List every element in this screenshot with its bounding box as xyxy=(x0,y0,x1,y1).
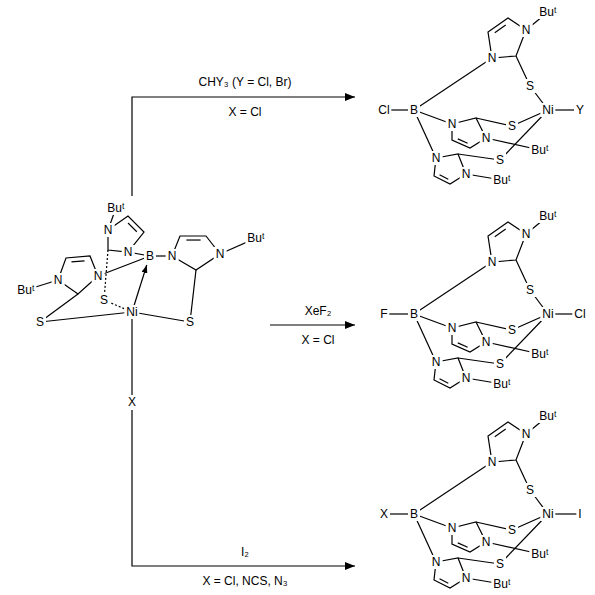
atom-label: Buᵗ xyxy=(245,231,266,245)
double-bond-line xyxy=(495,25,506,33)
bond-line xyxy=(131,312,132,402)
atom-label: Buᵗ xyxy=(15,283,36,297)
atom-label: N xyxy=(446,321,459,335)
atom-label: N xyxy=(480,131,493,145)
atom-label: Buᵗ xyxy=(491,173,512,187)
atom-label: N xyxy=(480,335,493,349)
atom-label: X xyxy=(126,395,138,409)
condition-label: X = Cl xyxy=(299,333,336,347)
atom-label: N xyxy=(460,371,473,385)
atom-label: Buᵗ xyxy=(529,143,550,157)
atom-label: N xyxy=(460,571,473,585)
reaction-arrow xyxy=(270,324,355,325)
atom-label: N xyxy=(480,535,493,549)
reaction-arrow xyxy=(132,410,355,566)
condition-label: X = Cl, NCS, N₃ xyxy=(200,574,289,588)
atom-label: N xyxy=(520,23,533,37)
reagent-label: XeF₂ xyxy=(303,304,334,318)
atom-label: S xyxy=(494,557,506,571)
condition-label: X = Cl xyxy=(226,105,263,119)
atom-label: S xyxy=(506,119,518,133)
atom-label: N xyxy=(92,269,105,283)
atom-label: N xyxy=(52,273,65,287)
atom-label: N xyxy=(486,455,499,469)
atom-label: Y xyxy=(574,103,586,117)
bond-line xyxy=(40,312,132,322)
reagent-label: CHY₃ (Y = Cl, Br) xyxy=(196,75,293,89)
double-bond-line xyxy=(186,239,200,240)
atom-label: N xyxy=(520,227,533,241)
bond-line xyxy=(414,58,492,110)
reagent-label: I₂ xyxy=(239,545,251,559)
atom-label: S xyxy=(524,283,536,297)
atom-label: N xyxy=(460,167,473,181)
atom-label: S xyxy=(184,315,196,329)
atom-label: Buᵗ xyxy=(491,577,512,591)
atom-label: N xyxy=(430,555,443,569)
atom-label: Ni xyxy=(124,305,139,319)
double-bond-line xyxy=(458,343,468,347)
atom-label: S xyxy=(506,323,518,337)
atom-label: S xyxy=(34,315,46,329)
atom-label: Buᵗ xyxy=(105,201,126,215)
atom-label: N xyxy=(520,427,533,441)
atom-label: N xyxy=(486,51,499,65)
atom-label: Buᵗ xyxy=(491,377,512,391)
atom-label: S xyxy=(494,357,506,371)
atom-label: N xyxy=(446,117,459,131)
atom-label: Cl xyxy=(572,307,587,321)
reaction-arrow xyxy=(132,97,355,196)
double-bond-line xyxy=(495,429,506,437)
double-bond-line xyxy=(440,379,449,383)
double-bond-line xyxy=(440,175,449,179)
atom-label: N xyxy=(486,255,499,269)
bond-line xyxy=(98,256,150,276)
atom-label: S xyxy=(494,153,506,167)
bond-line xyxy=(414,262,492,314)
atom-label: Buᵗ xyxy=(537,5,558,19)
double-bond-line xyxy=(440,579,449,583)
double-bond-line xyxy=(128,223,137,232)
double-bond-line xyxy=(458,543,468,547)
atom-label: B xyxy=(408,103,420,117)
atom-label: S xyxy=(506,523,518,537)
atom-label: S xyxy=(98,293,110,307)
atom-label: Ni xyxy=(540,507,555,521)
atom-label: B xyxy=(408,507,420,521)
double-bond-line xyxy=(71,261,84,262)
atom-label: Buᵗ xyxy=(537,409,558,423)
atom-label: B xyxy=(144,249,156,263)
double-bond-line xyxy=(458,139,468,143)
atom-label: N xyxy=(446,521,459,535)
atom-label: S xyxy=(524,79,536,93)
atom-label: F xyxy=(378,307,389,321)
atom-label: N xyxy=(430,355,443,369)
atom-label: Ni xyxy=(540,103,555,117)
atom-label: N xyxy=(430,151,443,165)
atom-label: N xyxy=(214,247,227,261)
atom-label: I xyxy=(576,507,583,521)
atom-label: Buᵗ xyxy=(529,347,550,361)
atom-label: N xyxy=(166,249,179,263)
atom-label: B xyxy=(408,307,420,321)
bond-line xyxy=(414,462,492,514)
atom-label: N xyxy=(102,223,115,237)
atom-label: Cl xyxy=(376,103,391,117)
atom-label: Ni xyxy=(540,307,555,321)
atom-label: N xyxy=(122,245,135,259)
atom-label: S xyxy=(524,483,536,497)
double-bond-line xyxy=(495,229,506,237)
atom-label: Buᵗ xyxy=(529,547,550,561)
atom-label: X xyxy=(378,507,390,521)
atom-label: Buᵗ xyxy=(537,209,558,223)
bond-line xyxy=(132,312,190,322)
